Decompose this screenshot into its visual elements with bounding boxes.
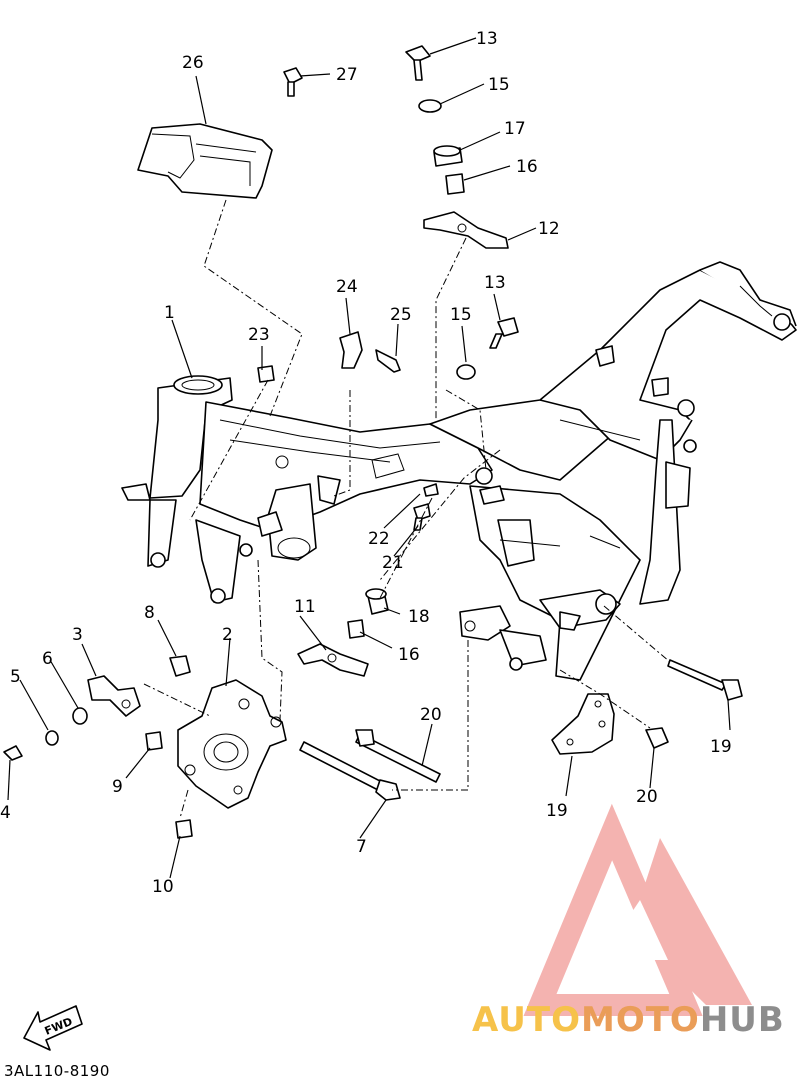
callout-16-mid: 18: [408, 607, 430, 627]
part-26-cover: [137, 123, 273, 199]
callout-13-mid: 13: [484, 273, 506, 293]
callout-22: 22: [368, 529, 390, 549]
callout-23: 23: [248, 325, 270, 345]
part-11-bracket: [297, 643, 369, 677]
part-2-engine-bracket: [177, 679, 287, 809]
callout-3: 3: [72, 625, 83, 645]
callout-20: 20: [636, 787, 658, 807]
watermark-logo: [523, 803, 752, 1016]
main-frame: [121, 261, 797, 681]
callout-numbers: 13 15 17 16 12 26 27 24 25 23 1 13 15 22…: [0, 29, 732, 897]
brand-hub: HUB: [699, 1000, 785, 1040]
brand-auto: AUTO: [472, 1000, 581, 1040]
callout-11: 11: [294, 597, 316, 617]
callout-14-mid: 15: [450, 305, 472, 325]
callout-7: 7: [356, 837, 367, 857]
callout-15-mid: 16: [398, 645, 420, 665]
callout-4: 4: [0, 803, 11, 823]
callout-19: 19: [546, 801, 568, 821]
callout-8: 8: [144, 603, 155, 623]
callout-25: 25: [390, 305, 412, 325]
callout-27: 27: [336, 65, 358, 85]
callout-21: 21: [382, 553, 404, 573]
small-parts: [3, 45, 669, 839]
callout-26: 26: [182, 53, 204, 73]
callout-14-top: 15: [488, 75, 510, 95]
watermark-brand: AUTOMOTOHUB: [472, 1000, 785, 1040]
part-12-bracket: [423, 211, 509, 249]
callout-5: 5: [10, 667, 21, 687]
callout-17: 19: [710, 737, 732, 757]
callout-15-top: 16: [516, 157, 538, 177]
callout-18: 20: [420, 705, 442, 725]
callout-10: 10: [152, 877, 174, 897]
fwd-arrow: FWD: [23, 1005, 83, 1051]
diagram-code: 3AL110-8190: [4, 1062, 110, 1080]
callout-6: 6: [42, 649, 53, 669]
callout-2: 2: [222, 625, 233, 645]
assembly-lines: [143, 199, 671, 819]
callout-16-top: 17: [504, 119, 526, 139]
part-3-bracket: [87, 675, 141, 717]
callout-13-top: 13: [476, 29, 498, 49]
long-bolts: [299, 659, 743, 801]
callout-12: 12: [538, 219, 560, 239]
callout-9: 9: [112, 777, 123, 797]
callout-24: 24: [336, 277, 358, 297]
callout-1: 1: [164, 303, 175, 323]
part-19-bracket: [551, 693, 615, 755]
brand-moto: MOTO: [580, 1000, 700, 1040]
leader-lines: [7, 37, 731, 879]
